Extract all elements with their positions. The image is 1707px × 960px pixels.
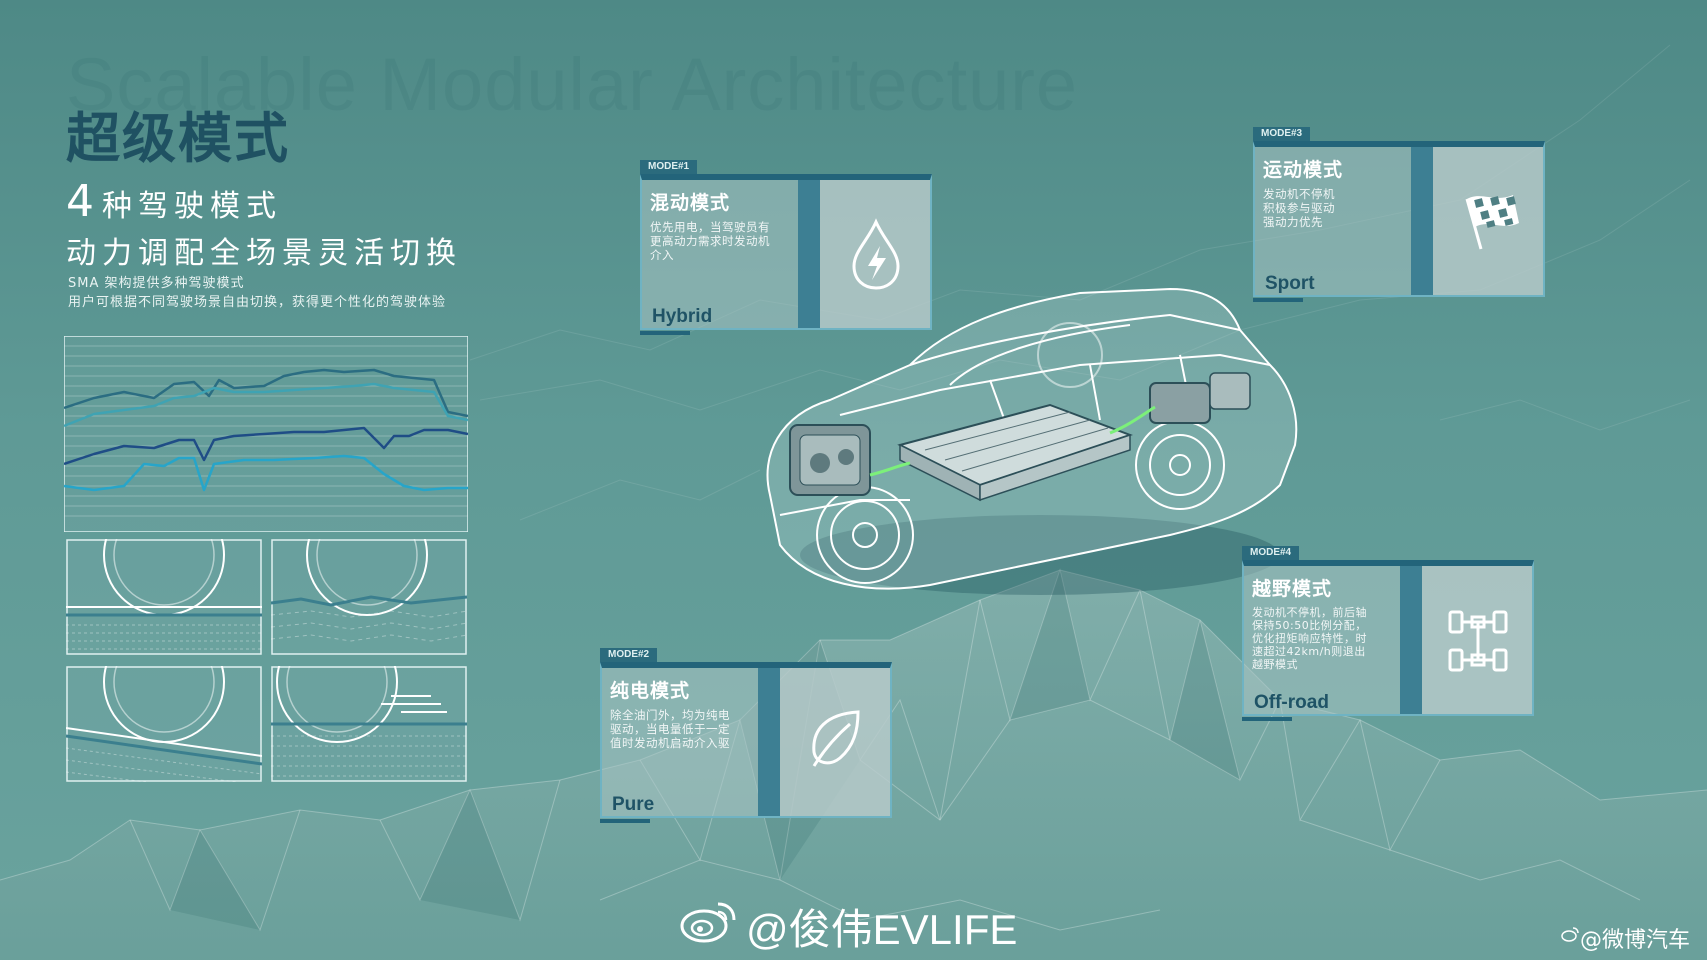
mode-tag: MODE#3 xyxy=(1253,127,1311,141)
mode-english-label: Pure xyxy=(612,794,655,815)
card-icon-panel xyxy=(780,668,890,816)
mode-english-label: Off-road xyxy=(1254,692,1329,713)
weibo-small-logo-icon xyxy=(1561,927,1579,942)
description-line-2: 用户可根据不同驾驶场景自由切换，获得更个性化的驾驶体验 xyxy=(68,295,447,310)
leaf-icon xyxy=(812,710,860,767)
mode-description: 优先用电，当驾驶员有 更高动力需求时发动机 介入 xyxy=(650,220,770,262)
subtitle-line-2: 动力调配全场景灵活切换 xyxy=(66,236,462,271)
mode-card-hybrid[interactable]: MODE#1 混动模式 优先用电，当驾驶员有 更高动力需求时发动机 介入 Hyb… xyxy=(640,160,932,335)
mode-tag: MODE#1 xyxy=(640,160,698,174)
mode-title: 纯电模式 xyxy=(610,680,691,702)
description-line-1: SMA 架构提供多种驾驶模式 xyxy=(68,276,245,291)
mode-tag: MODE#2 xyxy=(600,648,658,662)
weibo-logo-icon xyxy=(680,902,736,943)
tile-wheel-mud xyxy=(271,539,467,655)
mode-description: 除全油门外，均为纯电 驱动，当电量低于一定 值时发动机启动介入驱 xyxy=(610,708,730,750)
mode-title: 混动模式 xyxy=(650,192,731,214)
mode-card-pure[interactable]: MODE#2 纯电模式 除全油门外，均为纯电 驱动，当电量低于一定 值时发动机启… xyxy=(600,648,892,823)
car-illustration xyxy=(766,288,1298,595)
card-stripe xyxy=(1411,147,1433,295)
card-stripe xyxy=(798,180,820,328)
mode-title: 运动模式 xyxy=(1263,159,1344,181)
mode-card-offroad[interactable]: MODE#4 越野模式 发动机不停机，前后轴 保持50:50比例分配， 优化扭矩… xyxy=(1242,546,1534,721)
mode-description: 发动机不停机 积极参与驱动 强动力优先 xyxy=(1263,187,1335,229)
card-icon-panel xyxy=(820,180,930,328)
card-underline xyxy=(640,331,690,335)
page-title: 超级模式 xyxy=(66,107,290,170)
card-underline xyxy=(1242,717,1292,721)
card-underline xyxy=(600,819,650,823)
driving-signal-graph xyxy=(64,336,468,532)
watermark-author: @俊伟EVLIFE xyxy=(746,906,1018,953)
card-stripe xyxy=(758,668,780,816)
mode-tag: MODE#4 xyxy=(1242,546,1300,560)
mode-description: 发动机不停机，前后轴 保持50:50比例分配， 优化扭矩响应特性，时 速超过42… xyxy=(1252,606,1367,671)
mode-english-label: Hybrid xyxy=(652,306,713,327)
watermark-title: Scalable Modular Architecture xyxy=(66,43,1079,126)
watermark-weibo-auto: @微博汽车 xyxy=(1580,928,1691,953)
tile-wheel-slope xyxy=(66,666,262,782)
subtitle-number: 4 xyxy=(66,176,96,227)
subtitle-line-1-text: 种驾驶模式 xyxy=(102,189,282,224)
checkered-flag-icon xyxy=(1465,195,1519,250)
drivetrain-icon xyxy=(1448,610,1508,672)
card-underline xyxy=(1253,298,1303,302)
electric-drop-icon xyxy=(852,218,900,290)
mode-card-sport[interactable]: MODE#3 运动模式 发动机不停机 积极参与驱动 强动力优先 Sport xyxy=(1253,127,1545,302)
tile-wheel-speed xyxy=(271,666,467,782)
tile-wheel-flat-road xyxy=(66,539,262,655)
mode-english-label: Sport xyxy=(1265,273,1315,294)
card-stripe xyxy=(1400,566,1422,714)
mode-title: 越野模式 xyxy=(1252,578,1333,600)
